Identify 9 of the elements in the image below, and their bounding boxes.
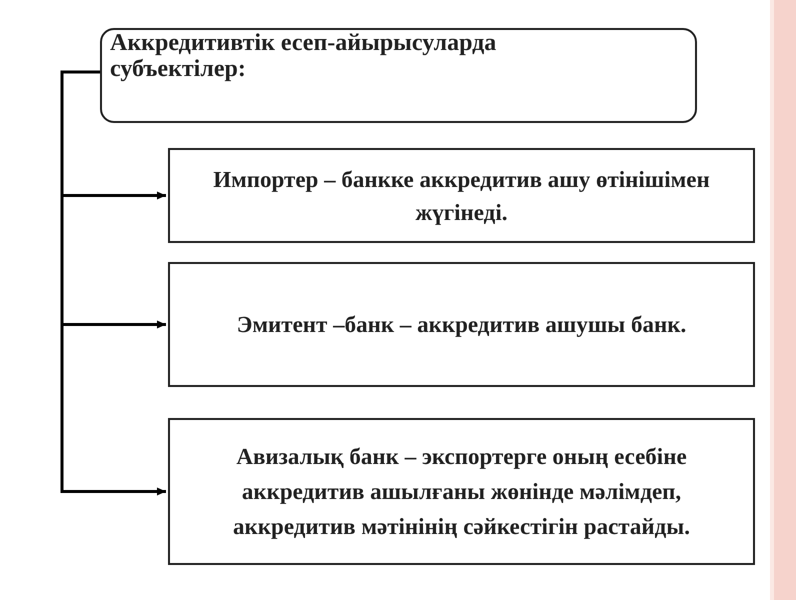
box-text: Авизалық банк – экспортерге оның есебіне аккредитив ашылғаны жөнінде мәлімдеп, аккредитив мәтінінің сәйкестігін растайды. — [232, 443, 691, 541]
box-text: Эмитент –банк – аккредитив ашушы банк. — [236, 310, 688, 339]
connector-arrow — [60, 70, 166, 496]
text-box — [168, 262, 755, 387]
box-text: Аккредитивтік есеп-айырысуларда субъектілер: — [110, 30, 498, 82]
title-box — [100, 28, 697, 123]
text-box — [168, 148, 755, 243]
box-text: Импортер – банкке аккредитив ашу өтінішімен жүгінеді. — [212, 166, 711, 227]
text-box — [168, 418, 755, 565]
